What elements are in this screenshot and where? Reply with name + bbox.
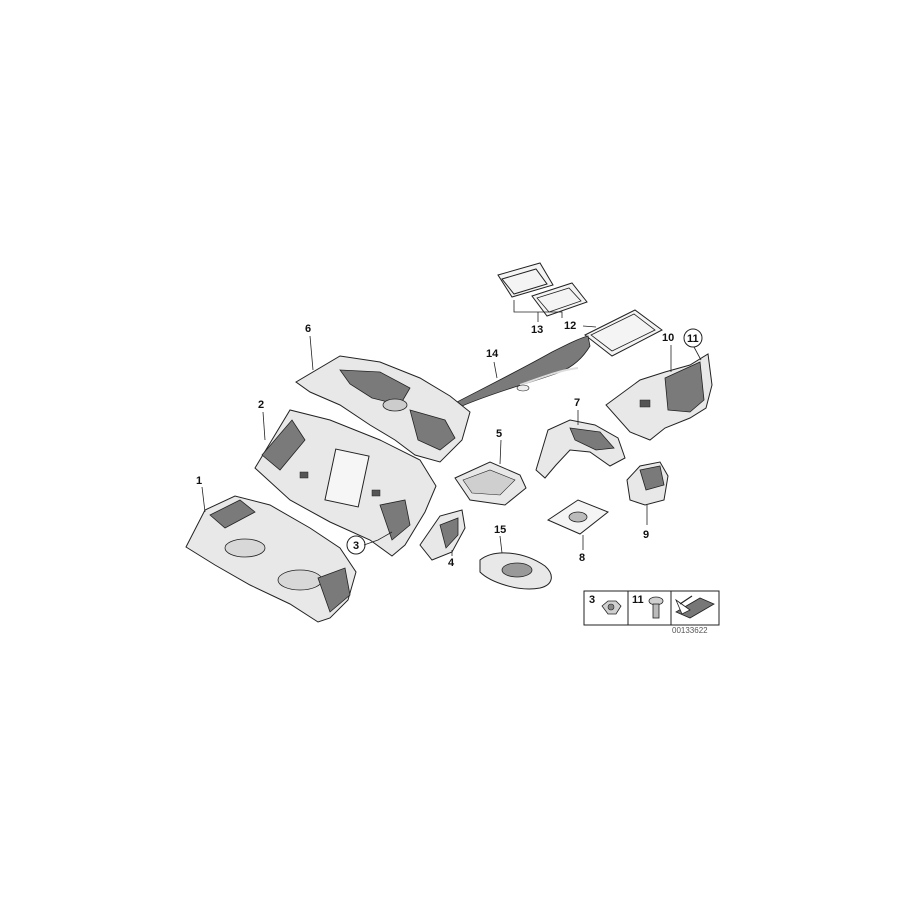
bulkhead-slot-a — [299, 471, 309, 479]
bulkhead-shade-b — [379, 499, 411, 541]
strip-highlight — [519, 367, 579, 386]
callout-7: 7 — [574, 397, 580, 409]
callout-13: 13 — [531, 324, 543, 336]
part-6-rear-shelf — [295, 335, 471, 463]
bulkhead-shade-a — [261, 419, 306, 471]
part-10-side-panel — [605, 345, 713, 441]
leader-1 — [201, 486, 206, 513]
nut-icon — [601, 600, 622, 615]
leader-12 — [582, 325, 597, 328]
floor-dish-b — [277, 569, 323, 591]
callout-10: 10 — [662, 332, 674, 344]
part-8-pad — [546, 499, 609, 550]
bulkhead-opening — [324, 448, 370, 508]
part-2-bulkhead — [254, 409, 437, 557]
insert-recess — [501, 562, 533, 578]
part-15-wheel-insert — [479, 535, 552, 590]
fastener-legend: 3 11 — [583, 590, 720, 626]
part-14-strip — [456, 335, 591, 407]
callout-8: 8 — [579, 552, 585, 564]
callout-14: 14 — [486, 348, 499, 360]
leader-14 — [493, 361, 498, 379]
part-4-bracket — [419, 509, 466, 561]
floor-body — [185, 495, 357, 623]
callout-6: 6 — [305, 323, 311, 335]
arrow-insulation-icon — [675, 595, 715, 619]
tray-inner — [462, 469, 516, 496]
part-13-floor-mats — [497, 262, 588, 322]
callout-2: 2 — [258, 399, 264, 411]
leader-2 — [262, 411, 266, 441]
pad-hole — [568, 511, 588, 523]
callout-9: 9 — [643, 529, 649, 541]
legend-clip-label: 11 — [632, 594, 644, 606]
bulkhead-slot-b — [371, 489, 381, 497]
leader-15 — [499, 535, 503, 554]
part-12-trunk-mat — [582, 309, 663, 357]
callout-11: 11 — [687, 333, 699, 345]
side-panel-slot — [639, 399, 651, 408]
callout-3-circle — [346, 535, 366, 555]
leader-6 — [309, 335, 314, 371]
leader-11 — [693, 346, 702, 361]
mat-right-inner — [536, 287, 582, 313]
arch-shade — [569, 427, 615, 451]
clip-icon — [648, 596, 664, 619]
callout-3: 3 — [353, 540, 359, 552]
callout-4: 4 — [448, 557, 455, 569]
part-5-tray — [454, 439, 527, 506]
mat-left-inner — [501, 268, 548, 295]
side-panel-shade — [664, 361, 705, 413]
mat-left — [497, 262, 554, 298]
legend-nut-label: 3 — [589, 594, 595, 606]
callout-5: 5 — [496, 428, 502, 440]
part-1-floor-panel — [185, 486, 357, 623]
trunk-mat-inner — [590, 313, 656, 352]
floor-shade-a — [209, 499, 256, 529]
callout-15: 15 — [494, 524, 506, 536]
callout-1: 1 — [196, 475, 202, 487]
trunk-mat — [584, 309, 663, 357]
leader-3 — [363, 531, 393, 546]
part-7-wheel-arch — [535, 410, 626, 479]
leader-5 — [499, 439, 502, 465]
cover-shade — [639, 465, 665, 491]
bracket-shade — [439, 517, 459, 549]
floor-shade-b — [317, 567, 351, 613]
callout-11-circle — [683, 328, 703, 348]
strip-hole — [516, 384, 530, 392]
shelf-shade-b — [409, 409, 456, 451]
part-9-cover — [626, 461, 669, 525]
floor-dish-a — [224, 538, 266, 558]
strip-body — [456, 335, 591, 407]
shelf-speaker-hole — [382, 398, 408, 412]
callout-12: 12 — [564, 320, 576, 332]
arch-body — [535, 419, 626, 479]
document-number: 00133622 — [672, 626, 708, 635]
